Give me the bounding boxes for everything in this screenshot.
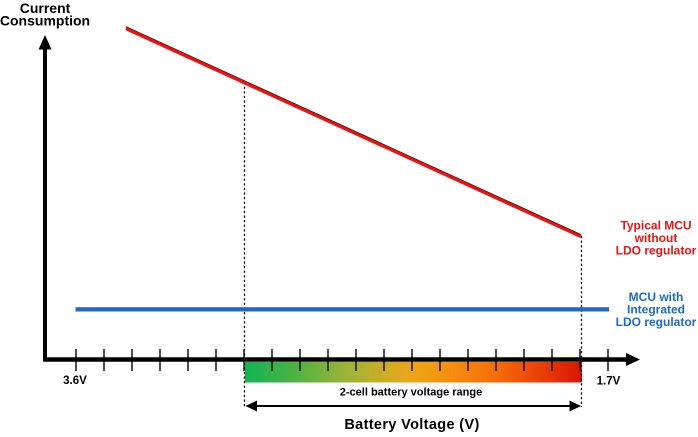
svg-text:Typical MCU: Typical MCU <box>620 219 691 233</box>
svg-text:without: without <box>634 231 678 245</box>
svg-text:LDO regulator: LDO regulator <box>616 244 697 258</box>
svg-text:Integrated: Integrated <box>627 303 685 317</box>
svg-text:Current: Current <box>20 0 71 16</box>
svg-text:3.6V: 3.6V <box>63 375 87 387</box>
svg-text:LDO regulator: LDO regulator <box>616 315 697 329</box>
svg-text:2-cell battery voltage range: 2-cell battery voltage range <box>340 387 482 399</box>
svg-text:Consumption: Consumption <box>0 12 90 28</box>
svg-text:MCU with: MCU with <box>629 290 684 304</box>
svg-text:1.7V: 1.7V <box>597 376 621 388</box>
svg-text:Battery Voltage (V): Battery Voltage (V) <box>344 417 479 433</box>
